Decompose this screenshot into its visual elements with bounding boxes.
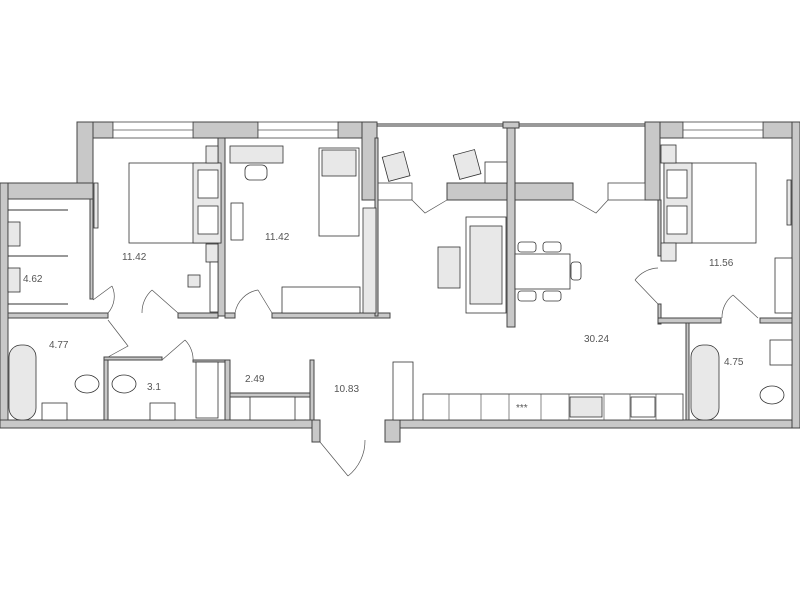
nightstand	[205, 145, 219, 164]
room-area-storage: 2.49	[245, 374, 265, 385]
room-area-living-kitchen: 30.24	[584, 334, 609, 345]
desk	[229, 145, 284, 241]
double-bed-left	[128, 162, 222, 244]
bathtub-right	[690, 344, 720, 421]
toilet	[759, 385, 785, 405]
single-bed	[318, 147, 360, 237]
sink	[41, 402, 68, 421]
oven-marks: ***	[516, 403, 528, 414]
washing-machine	[195, 361, 219, 419]
shelf	[774, 257, 793, 314]
closet-rails	[7, 209, 68, 305]
kitchen-sink	[569, 396, 603, 418]
furniture: ***	[7, 144, 793, 421]
nightstand	[205, 243, 219, 263]
dining-table	[514, 241, 582, 302]
sink	[149, 402, 176, 421]
balcony	[377, 123, 645, 127]
windows	[112, 121, 764, 201]
sink	[769, 339, 793, 366]
wardrobe	[209, 261, 219, 313]
dresser	[281, 286, 361, 314]
room-area-bedroom-1: 11.42	[122, 252, 147, 263]
room-area-bedroom-2: 11.42	[265, 232, 290, 243]
kitchen-counter: ***	[392, 361, 684, 421]
shelf	[249, 396, 296, 421]
room-area-bedroom-3: 11.56	[709, 258, 734, 269]
wardrobe	[362, 207, 377, 314]
nightstand	[660, 242, 677, 262]
nightstand	[660, 144, 677, 164]
sofa	[465, 216, 507, 314]
toilet	[111, 374, 137, 394]
exterior-walls	[0, 121, 800, 443]
pouf	[187, 274, 201, 288]
room-area-wc: 3.1	[147, 382, 161, 393]
toilet	[74, 374, 100, 394]
room-labels: 11.42 11.42 4.62 4.77 3.1 2.49 10.83 30.…	[23, 232, 744, 395]
interior-walls	[7, 137, 793, 421]
cooktop	[630, 396, 656, 418]
coffee-table	[437, 246, 461, 289]
room-area-bathroom-2: 4.75	[724, 357, 744, 368]
doors	[92, 179, 792, 477]
double-bed-right	[663, 162, 757, 244]
room-area-walk-in-closet: 4.62	[23, 274, 43, 285]
balcony-chairs	[381, 149, 508, 184]
room-area-bathroom-1: 4.77	[49, 340, 69, 351]
room-area-hallway: 10.83	[334, 384, 359, 395]
bathtub-left	[8, 344, 37, 421]
